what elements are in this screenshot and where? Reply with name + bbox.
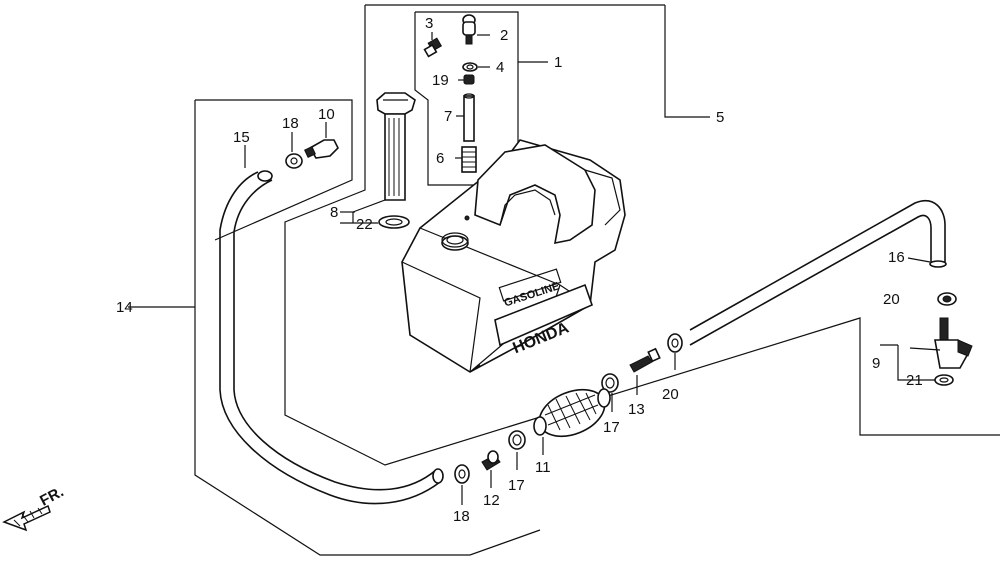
part-8-fuel-strainer xyxy=(352,92,416,213)
leader-9-21 xyxy=(897,345,935,381)
callout-11: 11 xyxy=(535,459,551,476)
callout-2: 2 xyxy=(500,27,508,44)
callout-21: 21 xyxy=(906,372,923,389)
part-19-nut xyxy=(458,74,475,85)
part-10-connector xyxy=(304,122,339,159)
part-11-primer-bulb xyxy=(533,388,611,455)
part-7-tube xyxy=(456,93,475,142)
part-22-gasket xyxy=(378,215,410,229)
callout-20-right: 20 xyxy=(883,291,900,308)
group-boundary-hose xyxy=(195,99,353,241)
part-21-o-ring xyxy=(934,374,954,386)
part-18-washer-top xyxy=(285,132,303,169)
part-4-washer xyxy=(462,62,490,72)
callout-8: 8 xyxy=(330,204,338,221)
group-boundary-cap xyxy=(415,11,548,63)
callout-13: 13 xyxy=(628,401,645,418)
part-20-washer-lower xyxy=(667,333,683,370)
part-6-filter xyxy=(455,146,477,173)
callout-16: 16 xyxy=(888,249,905,266)
part-9-tank-connector xyxy=(909,317,973,369)
callout-12: 12 xyxy=(483,492,500,509)
callout-19: 19 xyxy=(432,72,449,89)
callout-6: 6 xyxy=(436,150,444,167)
part-13-fitting xyxy=(629,347,661,395)
callout-17-right: 17 xyxy=(603,419,620,436)
callout-10: 10 xyxy=(318,106,335,123)
part-18-washer-lower xyxy=(454,464,470,505)
part-3-vent-screw xyxy=(423,32,443,58)
leader-5-frame xyxy=(664,5,710,118)
part-17-clamp-right xyxy=(601,373,619,412)
callout-18-lower: 18 xyxy=(453,508,470,525)
callout-3: 3 xyxy=(425,15,433,32)
callout-15: 15 xyxy=(233,129,250,146)
group-boundary-tank xyxy=(284,5,1000,466)
part-2-vent-knob xyxy=(462,14,490,45)
callout-20-lower: 20 xyxy=(662,386,679,403)
front-direction-arrow: FR. xyxy=(2,483,67,532)
front-label: FR. xyxy=(37,483,66,509)
callout-22: 22 xyxy=(356,216,373,233)
callout-9: 9 xyxy=(872,355,880,372)
callout-7: 7 xyxy=(444,108,452,125)
part-15-hose xyxy=(219,171,441,505)
callout-18-top: 18 xyxy=(282,115,299,132)
part-17-clamp-left xyxy=(508,430,526,470)
callout-4: 4 xyxy=(496,59,504,76)
callout-1: 1 xyxy=(554,54,562,71)
part-20-washer-right xyxy=(937,292,957,306)
callout-17-left: 17 xyxy=(508,477,525,494)
callout-14: 14 xyxy=(116,299,133,316)
fuel-tank: GASOLINE HONDA xyxy=(401,139,626,373)
part-16-hose xyxy=(689,200,946,331)
part-12-fitting xyxy=(481,450,501,488)
callout-5: 5 xyxy=(716,109,724,126)
